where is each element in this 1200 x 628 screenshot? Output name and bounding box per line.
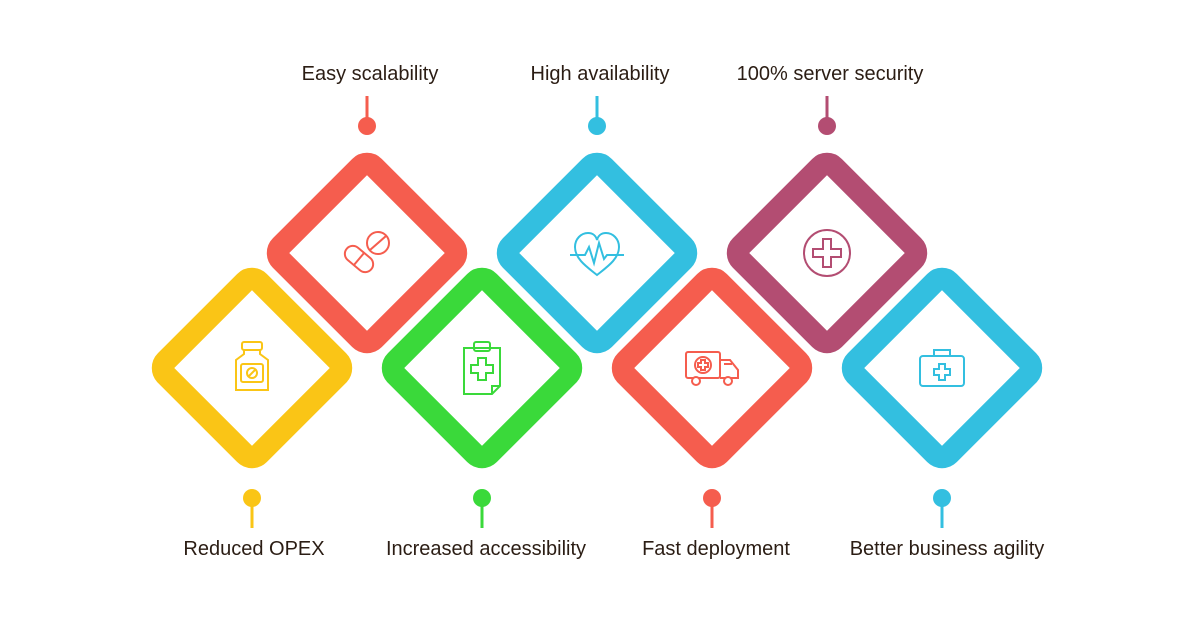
diamond-easy-scalability: [266, 152, 468, 354]
diamond-increased-accessibility: [381, 267, 583, 469]
connector-server-security: [818, 96, 836, 135]
first-aid-kit-icon: [919, 349, 965, 387]
connector-fast-deployment: [703, 489, 721, 528]
diamond-business-agility: [841, 267, 1043, 469]
medicine-jar-icon: [235, 341, 269, 391]
label-reduced-opex: Reduced OPEX: [183, 538, 325, 560]
connector-increased-accessibility: [473, 489, 491, 528]
label-high-availability: High availability: [530, 63, 670, 85]
label-easy-scalability: Easy scalability: [301, 63, 439, 85]
label-fast-deployment: Fast deployment: [642, 538, 790, 560]
diamond-server-security: [726, 152, 928, 354]
connector-high-availability: [588, 96, 606, 135]
label-business-agility: Better business agility: [849, 538, 1045, 560]
heartbeat-icon: [570, 231, 624, 277]
connector-business-agility: [933, 489, 951, 528]
clipboard-icon: [463, 341, 501, 395]
label-server-security: 100% server security: [736, 63, 924, 85]
medical-cross-icon: [803, 229, 851, 277]
pills-icon: [343, 231, 390, 274]
connector-easy-scalability: [358, 96, 376, 135]
connector-reduced-opex: [243, 489, 261, 528]
diamond-fast-deployment: [611, 267, 813, 469]
label-increased-accessibility: Increased accessibility: [385, 538, 587, 560]
ambulance-icon: [685, 351, 739, 386]
